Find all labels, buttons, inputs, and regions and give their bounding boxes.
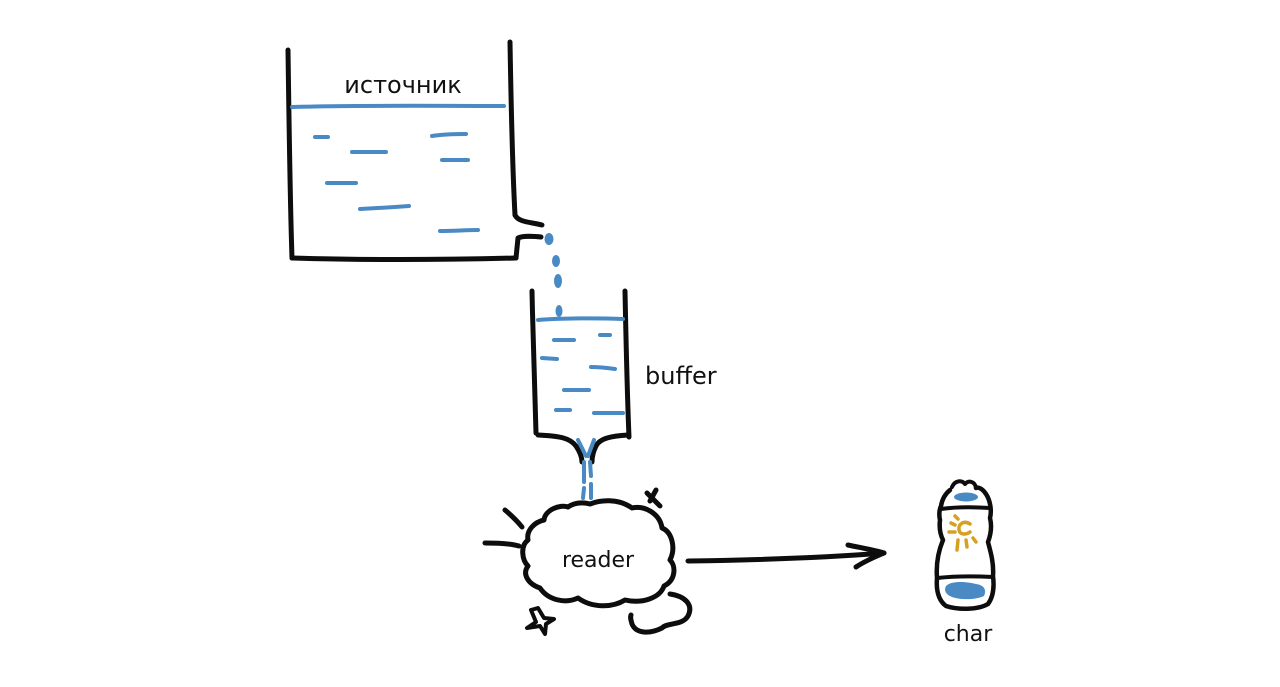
source-water-surface (290, 103, 506, 109)
bottle-band-top (939, 505, 992, 511)
char-label: char (944, 622, 994, 647)
reader-to-char-arrow (685, 542, 887, 570)
bottle-outline (934, 485, 996, 611)
source-tank: источник (285, 39, 545, 262)
source-tank-bottom (289, 255, 519, 262)
bottle-water-bottom (945, 582, 986, 600)
dust-puff (628, 591, 693, 635)
water-drips (544, 233, 563, 317)
bottle-water-top (954, 492, 978, 502)
spark-x-icon (644, 487, 663, 509)
source-tank-right-wall (507, 39, 518, 218)
reader-node: reader (482, 487, 693, 636)
source-spout-top (512, 212, 545, 228)
source-tank-left-wall (285, 47, 295, 261)
source-water-ripples (313, 132, 480, 233)
buffer-water-surface (536, 316, 625, 322)
arrow-shaft (685, 550, 887, 564)
buffer-water-ripples (540, 333, 625, 415)
buffer-funnel-right (589, 432, 631, 465)
buffer-tank: buffer (529, 288, 717, 465)
reader-cloud-outline (520, 498, 677, 609)
arrow-head (845, 542, 887, 570)
char-node: char (934, 479, 996, 647)
buffer-outflow-stream (576, 438, 596, 500)
buffer-left-wall (529, 288, 539, 436)
source-spout-bottom (513, 233, 544, 261)
source-label: источник (344, 71, 461, 99)
buffer-right-wall (622, 288, 632, 440)
buffer-funnel-left (535, 432, 585, 465)
star-icon (525, 606, 556, 636)
motion-line-upper (502, 507, 525, 530)
buffer-label: buffer (645, 362, 717, 390)
bottle-cap (950, 479, 978, 490)
bottle-band-bottom (935, 574, 995, 580)
reader-label: reader (562, 548, 635, 573)
sun-icon (947, 514, 978, 552)
motion-line-left (482, 540, 522, 549)
